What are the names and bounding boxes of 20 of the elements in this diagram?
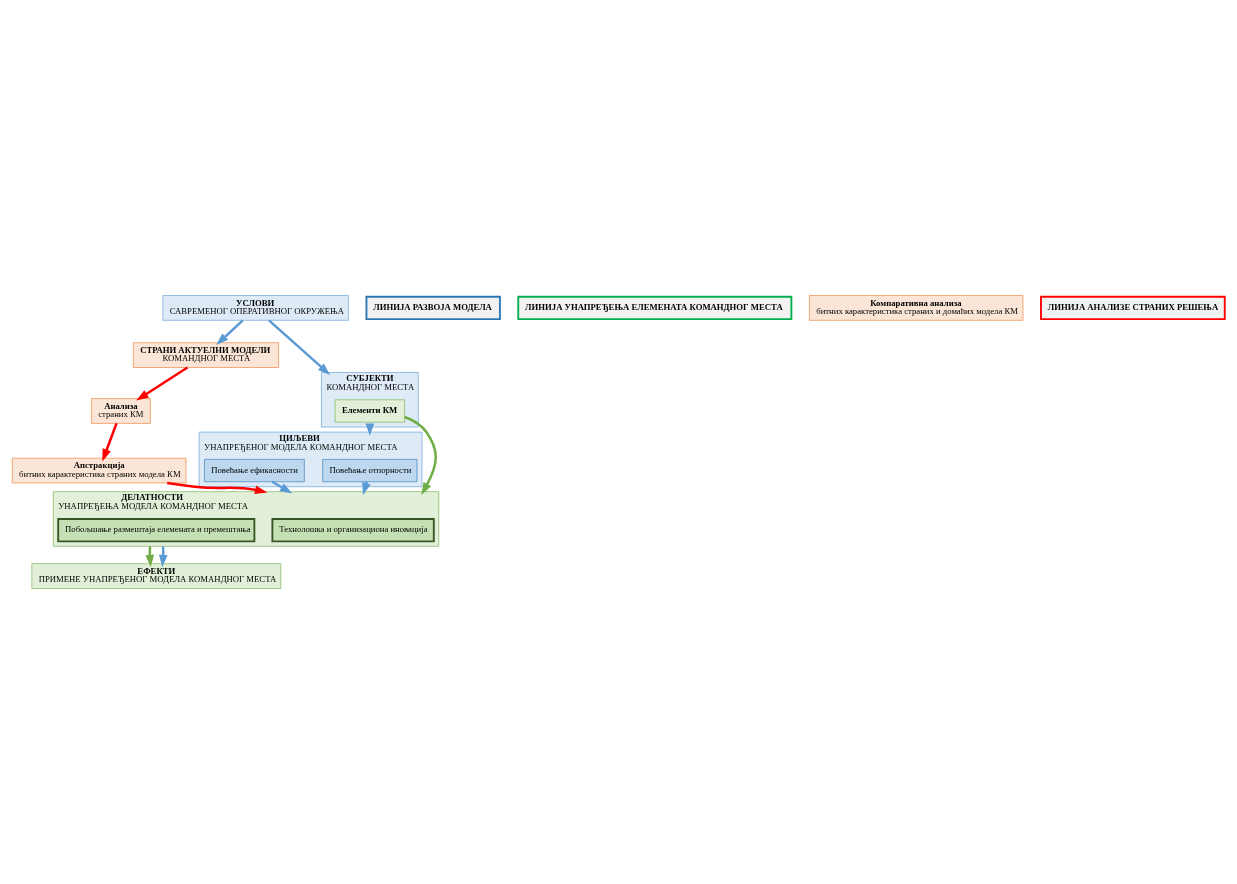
arrow — [102, 422, 118, 462]
node-box: УСЛОВИ САВРЕМЕНОГ ОПЕРАТИВНОГ ОКРУЖЕЊА — [162, 295, 349, 321]
node-box: Компаративна анализа битних карактеристика страних и домаћих модела КМ — [809, 295, 1024, 321]
arrow — [136, 366, 189, 401]
node-box: Технолошка и организациона иновација — [271, 518, 435, 543]
node-box: Апстракција битних карактеристика страних модела КМ — [11, 457, 187, 484]
node-box: Анализа страних КМ — [91, 398, 151, 424]
node-box: ЛИНИЈА АНАЛИЗЕ СТРАНИХ РЕШЕЊА — [1040, 295, 1226, 320]
node-box: Побољшање размештаја елемената и премештања — [57, 518, 256, 543]
node-box: Елементи КМ — [334, 399, 405, 423]
arrow — [271, 480, 293, 494]
node-box: ЕФЕКТИ ПРИМЕНЕ УНАПРЕЂЕНОГ МОДЕЛА КОМАНДНОГ МЕСТА — [31, 563, 282, 589]
node-box: СТРАНИ АКТУЕЛНИ МОДЕЛИ КОМАНДНОГ МЕСТА — [133, 342, 279, 368]
node-box: ЛИНИЈА УНАПРЕЂЕЊА ЕЛЕМЕНАТА КОМАНДНОГ МЕСТА — [517, 295, 793, 320]
arrow — [268, 319, 331, 375]
arrow — [167, 481, 268, 495]
arrow — [216, 319, 244, 346]
node-box: Повећање ефикасности — [204, 459, 305, 483]
node-box: ЛИНИЈА РАЗВОЈА МОДЕЛА — [365, 295, 501, 320]
arrow — [404, 415, 437, 495]
